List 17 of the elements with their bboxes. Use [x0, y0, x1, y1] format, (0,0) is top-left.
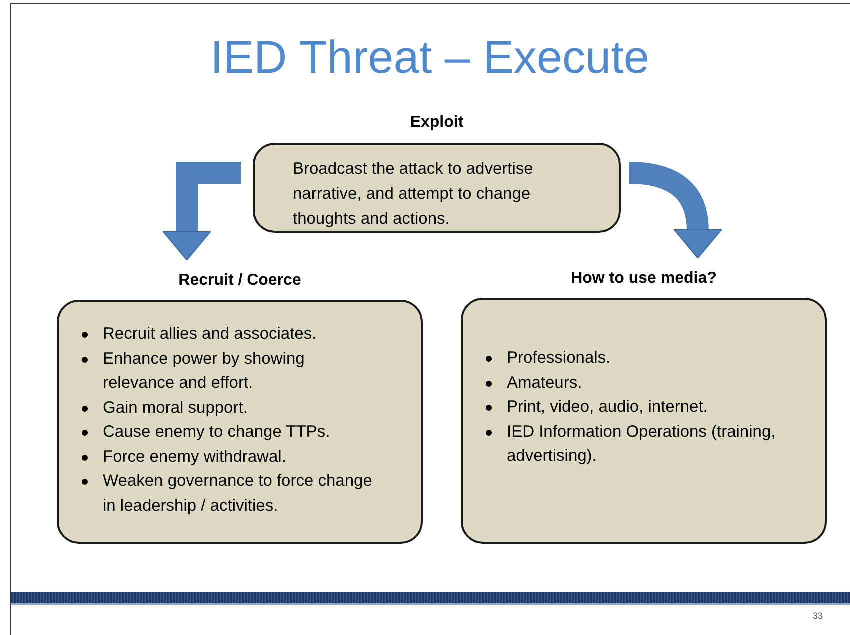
- bullet-text: Force enemy withdrawal.: [103, 448, 286, 466]
- bullet-text: Gain moral support.: [103, 398, 248, 416]
- bullet-text: Cause enemy to change TTPs.: [103, 423, 330, 441]
- bullet-text: Weaken governance to force change in leadership / activities.: [103, 472, 372, 514]
- card-text: Broadcast the attack to advertise narrative, and attempt to change thoughts and actions.: [293, 159, 534, 230]
- bullet-text: IED Information Operations (training, advertising).: [507, 422, 776, 465]
- card-heading: Recruit / Coerce: [178, 272, 302, 290]
- page-number: 33: [813, 611, 824, 621]
- bullet-text: Amateurs.: [507, 374, 582, 392]
- bullet-text: Print, video, audio, internet.: [507, 398, 708, 416]
- card-heading: Exploit: [410, 114, 464, 132]
- bullet-text: Recruit allies and associates.: [103, 325, 317, 343]
- bullet-text: Enhance power by showing relevance and effort.: [103, 350, 305, 392]
- slide-title: IED Threat – Execute: [210, 30, 650, 84]
- card-heading: How to use media?: [571, 270, 717, 288]
- bent-arrow: [162, 162, 241, 261]
- bullet-text: Professionals.: [507, 349, 611, 367]
